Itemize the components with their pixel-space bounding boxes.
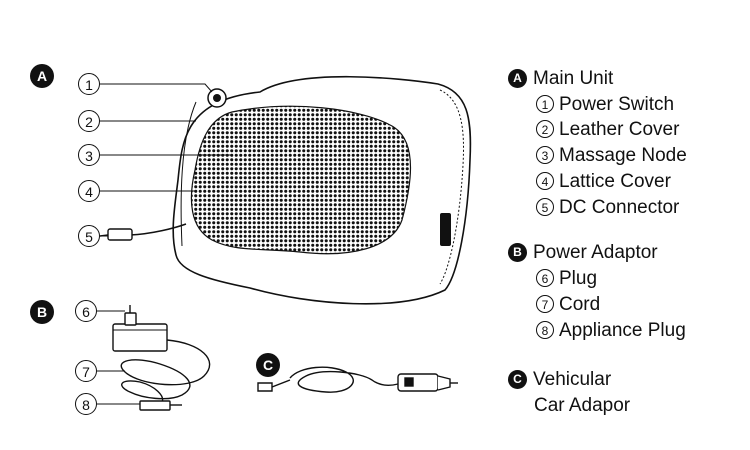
- side-label: [440, 213, 451, 246]
- power-adaptor: [112, 305, 211, 411]
- power-switch-center: [213, 94, 221, 102]
- adaptor-body: [112, 323, 168, 352]
- adaptor-cord: [120, 339, 211, 407]
- car-plug-end: [257, 382, 273, 392]
- car-cord: [289, 366, 399, 393]
- dc-cable: [129, 223, 187, 236]
- vehicular-adapter: [257, 366, 458, 393]
- leader-lines-adaptor: [97, 310, 140, 405]
- lattice-cover: [190, 105, 411, 255]
- leader-lines-main: [100, 83, 232, 237]
- car-plug-tip: [437, 375, 451, 391]
- appliance-plug: [139, 400, 171, 411]
- dc-connector: [107, 228, 133, 241]
- car-plug-led: [404, 377, 414, 387]
- car-lighter-plug: [397, 373, 439, 392]
- pillow-inner-edge: [180, 101, 197, 247]
- adaptor-plug: [124, 312, 137, 326]
